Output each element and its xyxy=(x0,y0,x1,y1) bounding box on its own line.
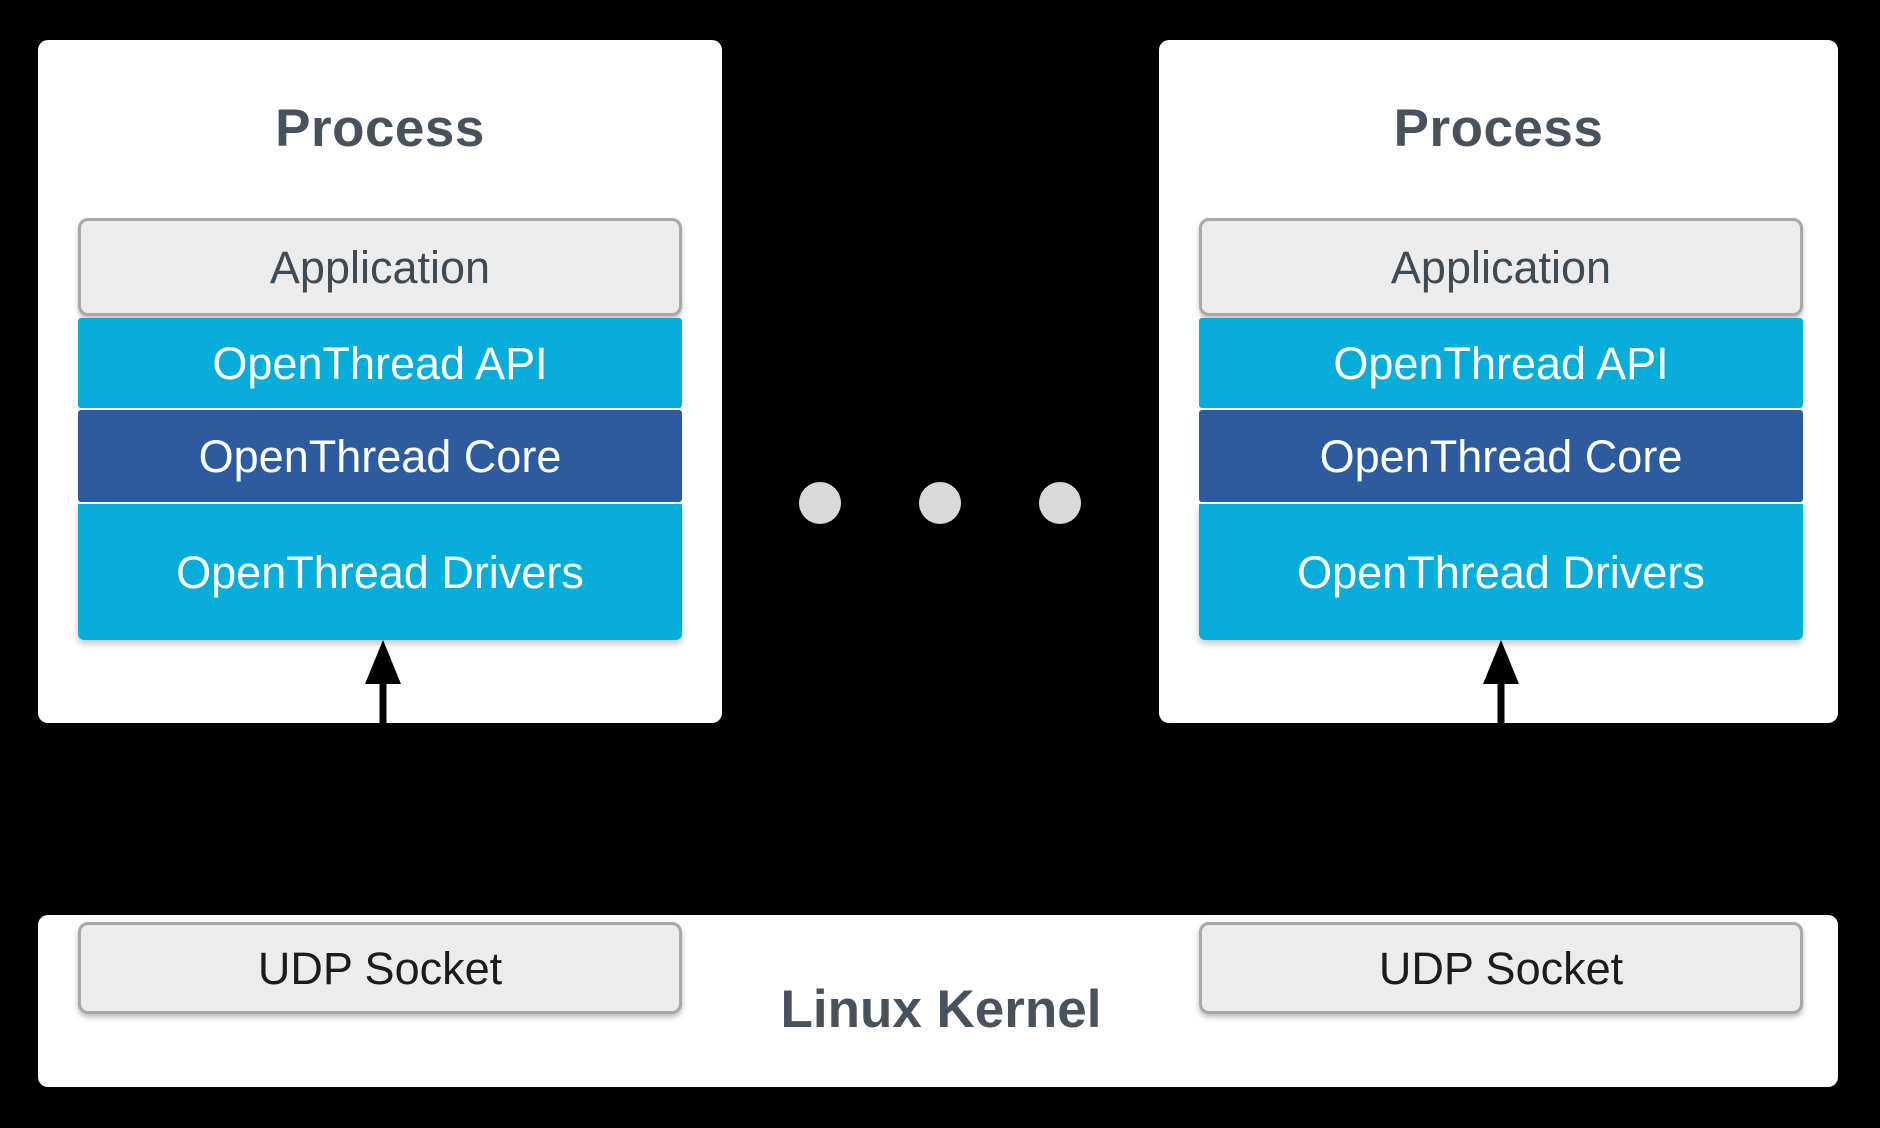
process-title-right: Process xyxy=(1393,99,1604,158)
layer-openthread-drivers-left: OpenThread Drivers xyxy=(78,504,682,640)
layer-openthread-api-right: OpenThread API xyxy=(1199,318,1803,408)
layer-openthread-drivers-right: OpenThread Drivers xyxy=(1199,504,1803,640)
layer-openthread-core-right: OpenThread Core xyxy=(1199,410,1803,502)
arrow-socket-to-drivers-right xyxy=(1483,640,1519,728)
udp-socket-left: UDP Socket xyxy=(78,922,682,1014)
ellipsis-dot-2 xyxy=(919,482,961,524)
arrow-socket-to-drivers-left xyxy=(365,640,401,728)
layer-openthread-core-left: OpenThread Core xyxy=(78,410,682,502)
process-title-left: Process xyxy=(275,99,485,158)
kernel-title: Linux Kernel xyxy=(780,980,1102,1039)
layer-application-right: Application xyxy=(1199,218,1803,316)
udp-socket-right: UDP Socket xyxy=(1199,922,1803,1014)
ellipsis-dot-1 xyxy=(799,482,841,524)
layer-openthread-api-left: OpenThread API xyxy=(78,318,682,408)
layer-application-left: Application xyxy=(78,218,682,316)
ellipsis-dot-3 xyxy=(1039,482,1081,524)
